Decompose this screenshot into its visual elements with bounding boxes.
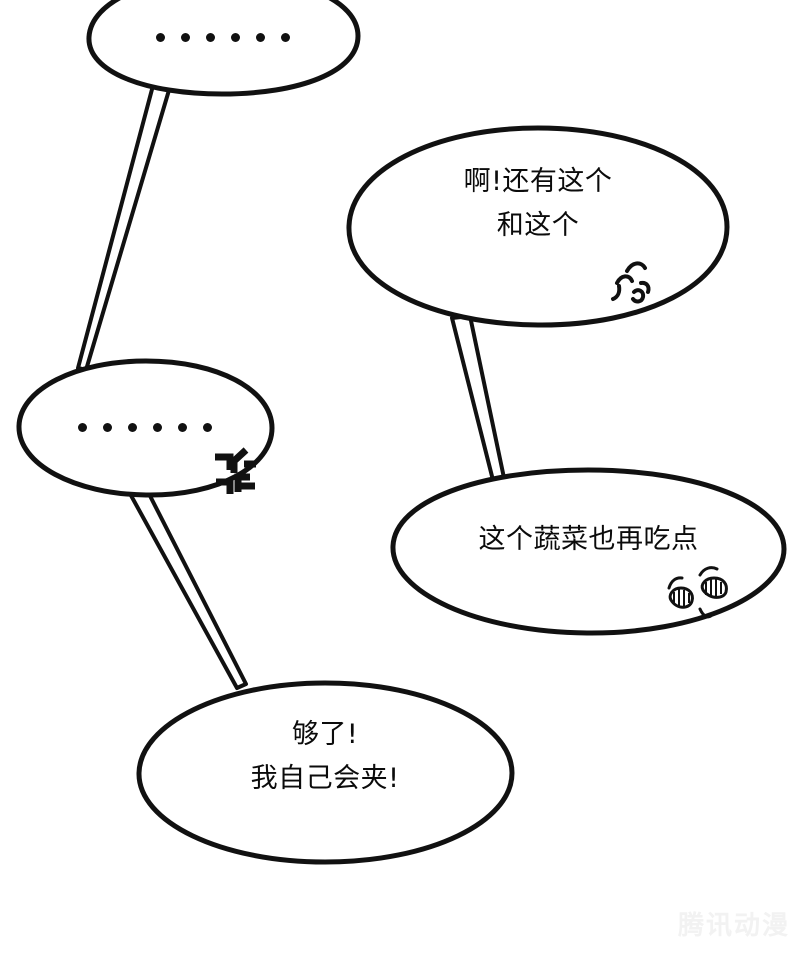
bubble-body-3	[346, 125, 730, 328]
bubble-tail-3	[450, 314, 510, 502]
sparkle-flourish-icon	[611, 261, 651, 304]
bubble-tail-2	[126, 486, 248, 690]
bubble-ellipsis-left	[16, 358, 275, 690]
bubble-body-1	[86, 0, 361, 97]
food-crumb-icon	[667, 566, 728, 619]
bubble-body-2	[16, 358, 275, 498]
bubble-body-4	[390, 467, 787, 636]
bubble-speech-first	[346, 125, 730, 502]
bubble-tail-1	[76, 76, 174, 372]
bubble-speech-second	[390, 467, 787, 636]
bubble-speech-third	[136, 680, 515, 865]
bubble-body-5	[136, 680, 515, 865]
anger-vein-icon	[215, 447, 256, 494]
bubble-ellipsis-top	[76, 0, 361, 372]
